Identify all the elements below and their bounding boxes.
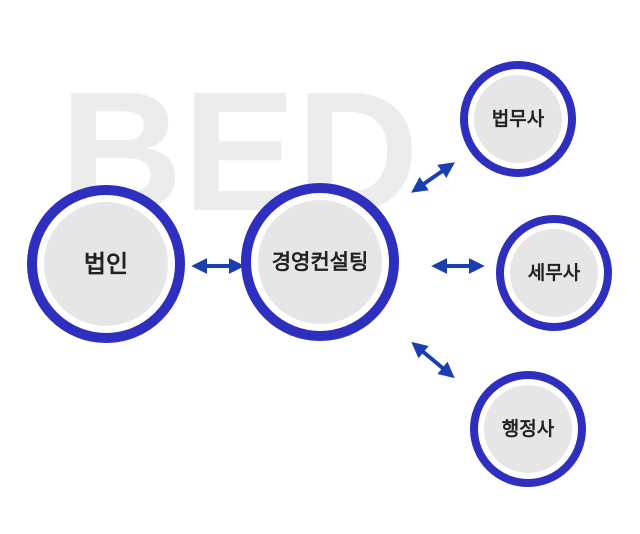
arrow-consulting-admin: [411, 341, 455, 379]
node-corp-label: 법인: [84, 250, 128, 278]
node-consulting-label: 경영컨설팅: [272, 250, 369, 274]
arrow-consulting-legal: [411, 162, 455, 193]
node-admin-scrivener: 행정사: [470, 371, 586, 487]
node-corp: 법인: [27, 185, 185, 343]
node-legal-scrivener-label: 법무사: [492, 108, 545, 130]
node-tax-accountant-label: 세무사: [528, 262, 581, 284]
node-consulting: 경영컨설팅: [241, 183, 399, 341]
node-admin-scrivener-label: 행정사: [502, 418, 555, 440]
node-legal-scrivener: 법무사: [460, 61, 576, 177]
node-tax-accountant: 세무사: [496, 215, 612, 331]
